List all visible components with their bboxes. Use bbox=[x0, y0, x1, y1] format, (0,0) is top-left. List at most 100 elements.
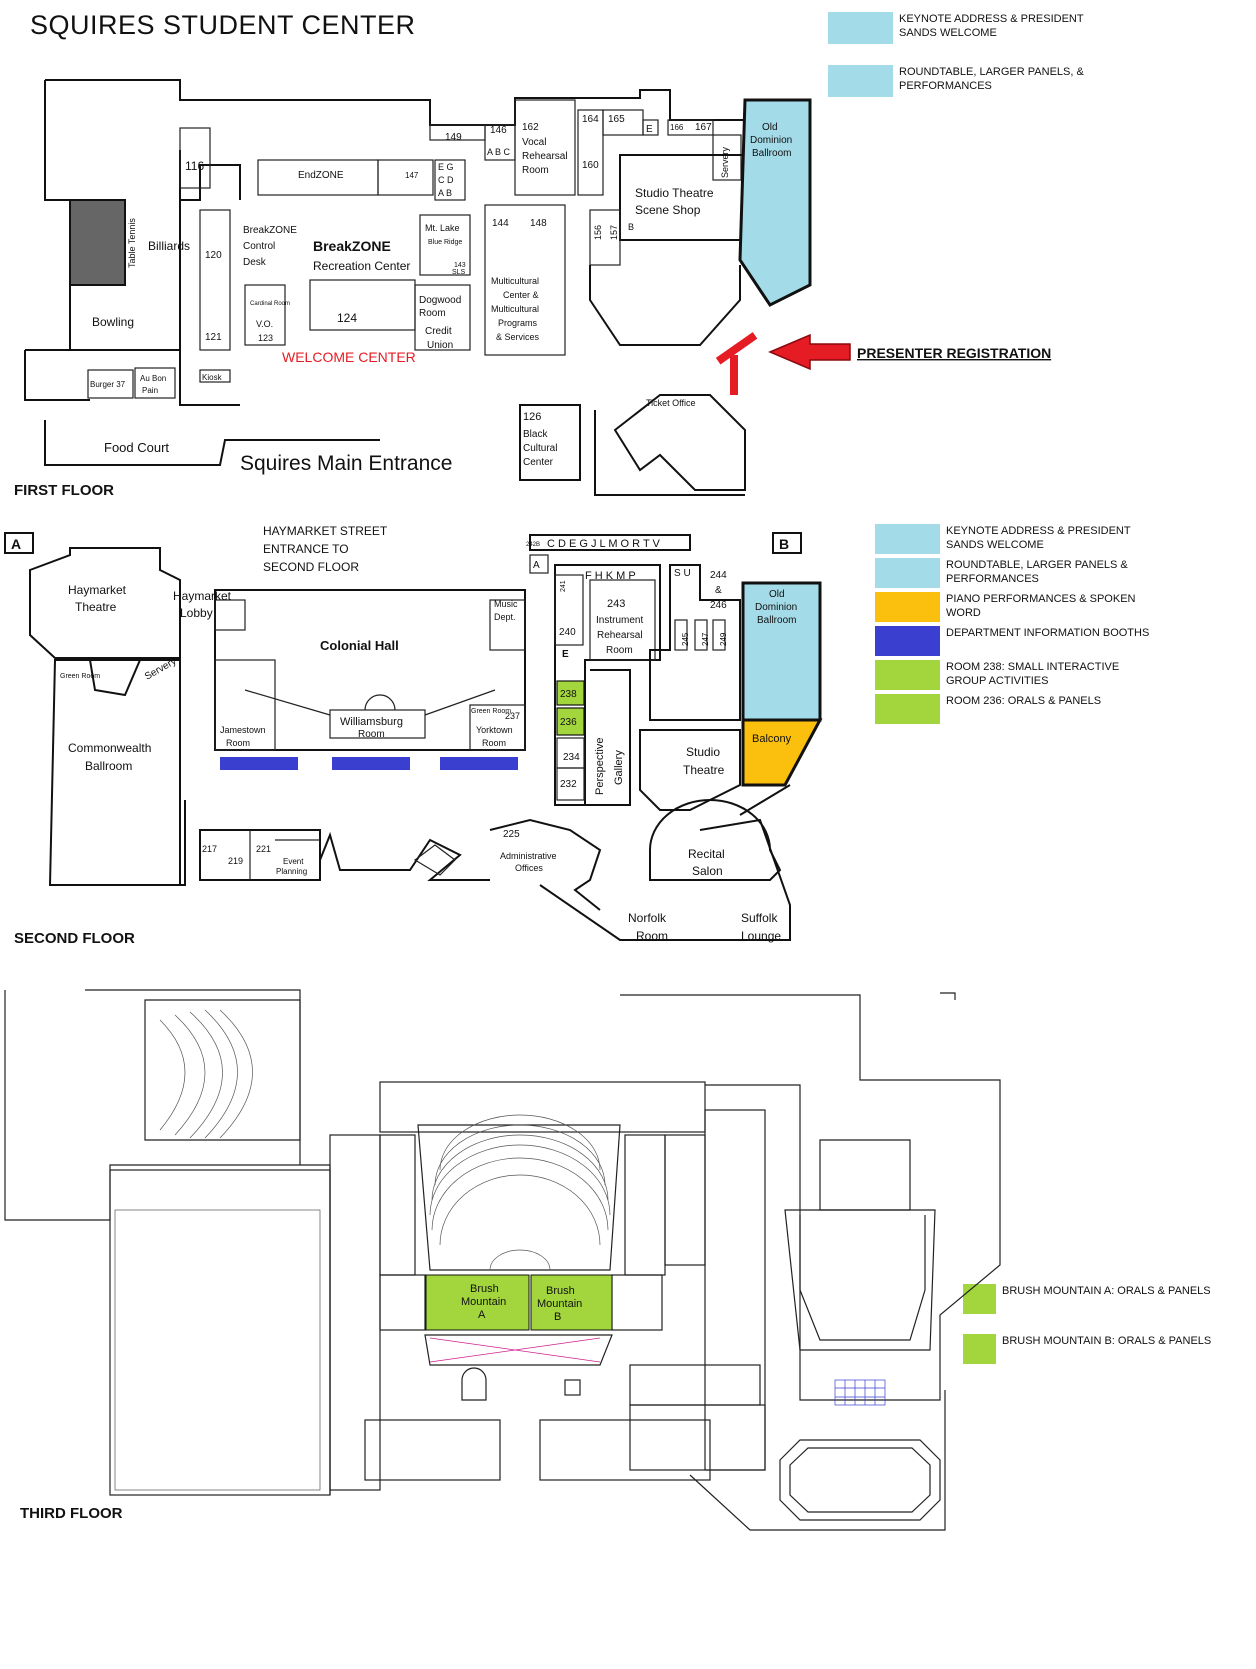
label-haymarket-lobby-1: Haymarket bbox=[173, 589, 232, 603]
legend-text: KEYNOTE ADDRESS & PRESIDENT SANDS WELCOM… bbox=[946, 525, 1131, 551]
legend-swatch bbox=[875, 660, 940, 690]
label-norfolk-1: Norfolk bbox=[628, 911, 667, 925]
third-floor-grid bbox=[834, 1379, 886, 1406]
label-mt-lake: Mt. Lake bbox=[425, 223, 460, 233]
label-au-bon: Au Bon bbox=[140, 374, 166, 383]
label-suffolk-2: Lounge bbox=[741, 929, 781, 943]
second-floor-legend-item: DEPARTMENT INFORMATION BOOTHS bbox=[875, 626, 1149, 656]
label-recital: Recital bbox=[688, 847, 725, 861]
label-multi-2: Center & bbox=[503, 290, 539, 300]
room-236 bbox=[556, 707, 585, 736]
label-e: E bbox=[562, 649, 569, 660]
second-floor-walls bbox=[4, 532, 802, 941]
label-theatre: Theatre bbox=[683, 763, 725, 777]
legend-swatch bbox=[875, 558, 940, 588]
label-servery: Servery bbox=[720, 146, 730, 178]
room-238 bbox=[556, 680, 585, 706]
label-146: 146 bbox=[490, 125, 507, 136]
label-bm-a-2: Mountain bbox=[461, 1296, 506, 1308]
label-food-court: Food Court bbox=[104, 440, 169, 455]
label-124: 124 bbox=[337, 311, 357, 325]
label-su: S U bbox=[674, 568, 691, 579]
legend-text: ROUNDTABLE, LARGER PANELS, & PERFORMANCE… bbox=[899, 66, 1084, 92]
second-floor-legend-item: PIANO PERFORMANCES & SPOKEN WORD bbox=[875, 592, 1156, 622]
third-floor-legend-item: BRUSH MOUNTAIN A: ORALS & PANELS bbox=[963, 1284, 1211, 1314]
label-green-room-2: Green Room bbox=[471, 708, 511, 715]
brush-mountain-a bbox=[425, 1274, 530, 1331]
label-b-marker: B bbox=[779, 536, 789, 552]
label-black: Black bbox=[523, 429, 548, 440]
label-bm-a-3: A bbox=[478, 1309, 486, 1321]
label-166: 166 bbox=[670, 123, 684, 132]
label-cultural: Cultural bbox=[523, 443, 557, 454]
label-abc: A B C bbox=[487, 147, 511, 157]
label-music-dept-2: Dept. bbox=[494, 612, 516, 622]
label-presenter-registration: PRESENTER REGISTRATION bbox=[857, 345, 1051, 361]
third-floor-walls bbox=[4, 989, 1001, 1531]
label-event: Event bbox=[283, 857, 304, 866]
label-238: 238 bbox=[560, 689, 577, 700]
info-booth-2 bbox=[332, 757, 410, 770]
legend-swatch bbox=[875, 626, 940, 656]
first-floor-label: FIRST FLOOR bbox=[14, 482, 114, 499]
label-amp: & bbox=[715, 585, 722, 596]
label-cd: C D bbox=[438, 175, 454, 185]
old-dominion-ballroom-first-floor bbox=[738, 98, 812, 307]
label-ballroom: Ballroom bbox=[757, 615, 796, 626]
third-floor-legend-item: BRUSH MOUNTAIN B: ORALS & PANELS bbox=[963, 1334, 1211, 1364]
label-old: Old bbox=[769, 589, 785, 600]
balcony-area bbox=[741, 718, 823, 787]
label-221: 221 bbox=[256, 844, 271, 854]
label-cardinal-room: Cardinal Room bbox=[250, 301, 290, 307]
label-243: 243 bbox=[607, 598, 625, 610]
label-norfolk-2: Room bbox=[636, 929, 668, 943]
label-240: 240 bbox=[559, 627, 576, 638]
label-rehearsal: Rehearsal bbox=[597, 630, 643, 641]
first-floor-legend-item: ROUNDTABLE, LARGER PANELS, & PERFORMANCE… bbox=[828, 65, 1109, 97]
label-multi-1: Multicultural bbox=[491, 276, 539, 286]
label-haymarket-theatre-1: Haymarket bbox=[68, 583, 127, 597]
label-160: 160 bbox=[582, 160, 599, 171]
first-floor-walls bbox=[24, 79, 810, 496]
label-salon: Salon bbox=[692, 864, 723, 878]
label-147: 147 bbox=[405, 171, 419, 180]
label-burger-37: Burger 37 bbox=[90, 380, 126, 389]
label-admin-2: Offices bbox=[515, 863, 543, 873]
second-floor-legend-item: ROOM 236: ORALS & PANELS bbox=[875, 694, 1101, 724]
label-236: 236 bbox=[560, 717, 577, 728]
label-welcome-center: WELCOME CENTER bbox=[282, 349, 416, 365]
presenter-registration-markers bbox=[715, 332, 758, 395]
label-breakzone: BreakZONE bbox=[313, 238, 391, 254]
label-245: 245 bbox=[681, 632, 690, 646]
label-a-small: A bbox=[533, 560, 540, 571]
label-234: 234 bbox=[563, 752, 580, 763]
label-bm-b-3: B bbox=[554, 1311, 561, 1323]
label-dogwood-room: Room bbox=[419, 308, 446, 319]
second-floor-legend-item: KEYNOTE ADDRESS & PRESIDENT SANDS WELCOM… bbox=[875, 524, 1156, 554]
label-dogwood: Dogwood bbox=[419, 295, 461, 306]
label-jamestown-2: Room bbox=[226, 738, 250, 748]
legend-text: KEYNOTE ADDRESS & PRESIDENT SANDS WELCOM… bbox=[899, 13, 1084, 39]
label-232: 232 bbox=[560, 779, 577, 790]
label-scene-shop: Scene Shop bbox=[635, 203, 701, 217]
third-floor-labels: Brush Mountain A Brush Mountain B bbox=[461, 1283, 582, 1323]
label-246: 246 bbox=[710, 600, 727, 611]
label-instrument: Instrument bbox=[596, 615, 643, 626]
label-room: Room bbox=[522, 165, 549, 176]
label-recreation-center: Recreation Center bbox=[313, 259, 410, 273]
label-admin-1: Administrative bbox=[500, 851, 557, 861]
label-rehearsal: Rehearsal bbox=[522, 151, 568, 162]
page-title: SQUIRES STUDENT CENTER bbox=[30, 10, 416, 40]
label-haymarket-entrance-1: HAYMARKET STREET bbox=[263, 524, 388, 538]
label-237: 237 bbox=[505, 711, 520, 721]
legend-text: PIANO PERFORMANCES & SPOKEN WORD bbox=[946, 593, 1136, 619]
legend-text: ROUNDTABLE, LARGER PANELS & PERFORMANCES bbox=[946, 559, 1128, 585]
label-studio: Studio bbox=[686, 745, 720, 759]
label-219: 219 bbox=[228, 856, 243, 866]
label-williamsburg-1: Williamsburg bbox=[340, 716, 403, 728]
label-main-entrance: Squires Main Entrance bbox=[240, 452, 452, 475]
label-247: 247 bbox=[701, 632, 710, 646]
second-floor-legend-item: ROUNDTABLE, LARGER PANELS & PERFORMANCES bbox=[875, 558, 1156, 588]
label-dominion: Dominion bbox=[755, 602, 797, 613]
